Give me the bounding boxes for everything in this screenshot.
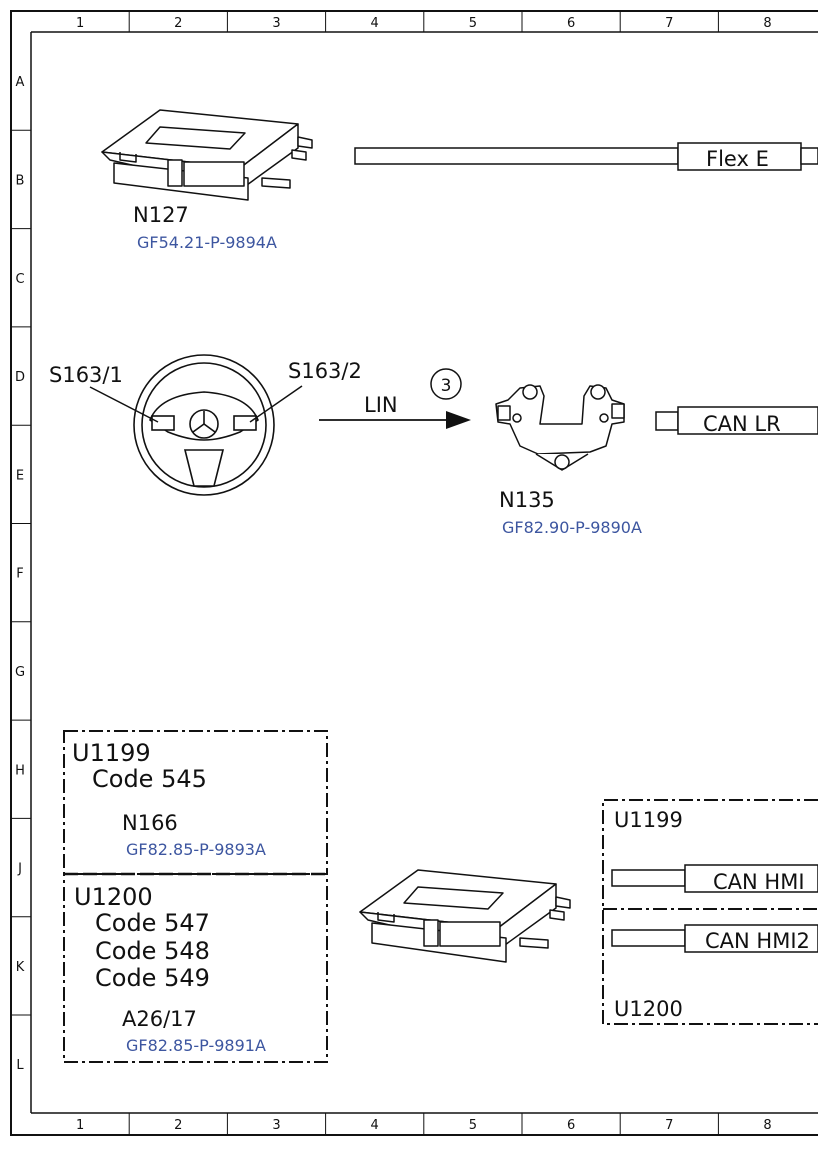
grid-column-label-top: 3 xyxy=(272,16,280,31)
head-unit-control-icon xyxy=(359,869,571,963)
u1200-code-3: Code 549 xyxy=(95,964,210,992)
can-lr-label: CAN LR xyxy=(703,412,781,436)
grid-row-label: J xyxy=(17,862,22,877)
grid-column-label-bottom: 7 xyxy=(665,1118,673,1133)
grid-column-label-bottom: 1 xyxy=(76,1118,84,1133)
lin-number: 3 xyxy=(441,376,452,396)
n166-ref-link[interactable]: GF82.85-P-9893A xyxy=(126,840,266,859)
grid-column-label-top: 5 xyxy=(469,16,477,31)
grid-row-label: H xyxy=(15,763,25,778)
right-u1200-title: U1200 xyxy=(614,997,683,1021)
can-hmi2-box xyxy=(684,924,818,953)
grid-column-label-top: 6 xyxy=(567,16,575,31)
s163-2-leader xyxy=(249,385,303,423)
n127-control-unit-icon xyxy=(101,109,313,201)
grid-column-label-bottom: 8 xyxy=(763,1118,771,1133)
flex-e-line xyxy=(354,147,679,165)
n166-label: N166 xyxy=(122,811,178,835)
grid-row-label: B xyxy=(16,173,25,188)
lin-number-circle xyxy=(430,368,462,400)
s163-1-leader xyxy=(89,386,159,423)
outer-frame xyxy=(10,10,818,1136)
grid-column-label-top: 2 xyxy=(174,16,182,31)
grid-row-label: E xyxy=(16,468,24,483)
grid-column-label-top: 8 xyxy=(763,16,771,31)
steering-wheel-icon xyxy=(133,354,275,496)
can-lr-box xyxy=(677,406,818,435)
u1200-box xyxy=(63,873,328,1063)
a26-17-ref-link[interactable]: GF82.85-P-9891A xyxy=(126,1036,266,1055)
right-u1199-title: U1199 xyxy=(614,808,683,832)
n127-label: N127 xyxy=(133,203,189,227)
s163-2-label: S163/2 xyxy=(288,359,362,383)
right-box-outline xyxy=(602,799,818,1025)
flex-e-box xyxy=(677,142,802,171)
grid-row-label: A xyxy=(16,75,25,90)
can-hmi-label: CAN HMI xyxy=(713,870,805,894)
grid-column-label-top: 4 xyxy=(371,16,379,31)
lin-label: LIN xyxy=(364,393,398,417)
a26-17-label: A26/17 xyxy=(122,1007,197,1031)
can-hmi-line xyxy=(611,869,686,887)
grid-column-label-bottom: 4 xyxy=(371,1118,379,1133)
grid-column-label-bottom: 6 xyxy=(567,1118,575,1133)
n135-module-icon xyxy=(495,384,625,471)
u1200-code-1: Code 547 xyxy=(95,909,210,937)
flex-e-label: Flex E xyxy=(706,147,769,171)
can-hmi-box xyxy=(684,864,818,893)
can-hmi2-label: CAN HMI2 xyxy=(705,929,810,953)
grid-column-label-top: 7 xyxy=(665,16,673,31)
grid-column-label-bottom: 2 xyxy=(174,1118,182,1133)
grid-row-label: C xyxy=(15,272,24,287)
grid-row-label: D xyxy=(15,370,25,385)
u1200-title: U1200 xyxy=(74,883,153,911)
grid-row-label: K xyxy=(16,960,25,975)
lin-arrowhead xyxy=(446,411,471,429)
can-hmi2-line xyxy=(611,929,686,947)
can-lr-stub xyxy=(655,411,679,431)
grid-row-label: G xyxy=(15,665,25,680)
grid-row-label: F xyxy=(16,567,23,582)
s163-1-label: S163/1 xyxy=(49,363,123,387)
n135-label: N135 xyxy=(499,488,555,512)
grid-ticks xyxy=(11,11,719,1135)
grid-column-label-top: 1 xyxy=(76,16,84,31)
n135-ref-link[interactable]: GF82.90-P-9890A xyxy=(502,518,642,537)
grid-column-label-bottom: 5 xyxy=(469,1118,477,1133)
grid-column-label-bottom: 3 xyxy=(272,1118,280,1133)
grid-row-label: L xyxy=(16,1058,24,1073)
u1199-code-1: Code 545 xyxy=(92,765,207,793)
flex-e-stub xyxy=(800,147,818,165)
n127-ref-link[interactable]: GF54.21-P-9894A xyxy=(137,233,277,252)
u1200-code-2: Code 548 xyxy=(95,937,210,965)
u1199-title: U1199 xyxy=(72,739,151,767)
